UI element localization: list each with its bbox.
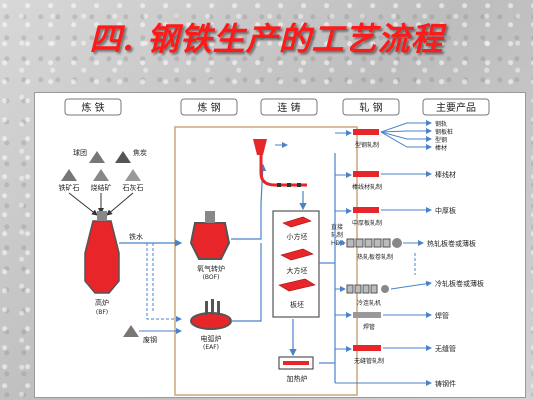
reheat-furnace-icon xyxy=(278,356,314,370)
label-plate-mill: 中厚板轧制 xyxy=(352,219,382,227)
product-arrows xyxy=(335,120,432,386)
rolling-rows: 型钢轧制 棒线材轧制 中厚板轧制 热轧板卷轧制 冷连轧机 xyxy=(335,129,402,365)
cold-mill-icon xyxy=(346,284,389,294)
label-eaf-code: (EAF) xyxy=(203,344,219,351)
coke-pile-icon xyxy=(115,151,131,163)
bloom-icon xyxy=(280,248,314,261)
product-sheet-pile: 钢板桩 xyxy=(435,128,453,136)
weld-pipe-icon xyxy=(353,312,381,318)
label-sinter: 烧结矿 xyxy=(91,183,112,192)
label-eaf: 电弧炉 xyxy=(201,334,222,343)
label-cold-mill: 冷连轧机 xyxy=(357,299,381,307)
product-welded-pipe: 焊管 xyxy=(435,311,449,320)
blast-furnace-icon xyxy=(84,211,120,294)
label-section-mill: 型钢轧制 xyxy=(355,141,379,149)
product-hot-coil: 热轧板卷或薄板 xyxy=(427,239,476,248)
product-section-steel: 型钢 xyxy=(435,136,447,144)
label-hot-metal: 铁水 xyxy=(129,232,143,241)
section-mill-icon xyxy=(353,129,379,135)
slab-icon xyxy=(278,278,316,292)
caster-ladle-icon xyxy=(253,139,307,187)
product-rail: 钢轨 xyxy=(435,120,447,128)
limestone-pile-icon xyxy=(125,169,141,181)
casting-box xyxy=(272,210,320,318)
product-labels: 钢轨 钢板桩 型钢 棒材 棒线材 中厚板 热轧板卷或薄板 冷轧板卷或薄板 焊管 … xyxy=(427,120,484,388)
billet-icon xyxy=(282,216,312,228)
hot-strip-mill-icon xyxy=(346,238,402,248)
product-cold-coil: 冷轧板卷或薄板 xyxy=(435,279,484,288)
product-plate: 中厚板 xyxy=(435,206,456,215)
label-scrap: 废钢 xyxy=(143,335,157,344)
raw-materials: 球团 焦炭 铁矿石 烧结矿 石灰石 xyxy=(59,148,148,192)
label-reheat-furnace: 加热炉 xyxy=(287,374,308,383)
label-coke: 焦炭 xyxy=(133,148,147,157)
label-seamless-mill: 无缝管轧制 xyxy=(354,357,384,365)
steelmaking-area-box xyxy=(174,126,358,396)
product-bar: 棒材 xyxy=(435,144,447,152)
label-iron-ore: 铁矿石 xyxy=(59,183,80,192)
product-casting: 铸钢件 xyxy=(435,379,456,388)
label-weld-pipe: 焊管 xyxy=(363,323,375,331)
pellet-pile-icon xyxy=(89,151,105,163)
label-pellets: 球团 xyxy=(73,148,87,157)
label-slab: 板坯 xyxy=(290,300,304,309)
header-casting: 连 铸 xyxy=(277,101,300,114)
header-steelmaking: 炼 钢 xyxy=(197,101,220,114)
scrap-pile-icon xyxy=(123,325,139,337)
header-rolling: 轧 钢 xyxy=(359,101,382,114)
label-hdr-line1: 直接 xyxy=(331,223,343,231)
product-wire-rod: 棒线材 xyxy=(435,170,456,179)
column-headers: 炼 铁 炼 钢 连 铸 轧 钢 主要产品 xyxy=(64,98,490,116)
sinter-pile-icon xyxy=(93,169,109,181)
label-bloom: 大方坯 xyxy=(287,266,308,275)
label-limestone: 石灰石 xyxy=(123,183,144,192)
label-hot-strip-mill: 热轧板卷轧制 xyxy=(357,253,393,261)
label-wire-mill: 棒线材轧制 xyxy=(352,183,382,191)
label-blast-furnace: 高炉 xyxy=(95,298,109,307)
bof-converter-icon xyxy=(189,211,231,260)
label-hdr-line2: 轧制 xyxy=(331,231,343,239)
page-title: 四. 钢铁生产的工艺流程 xyxy=(89,20,444,58)
eaf-furnace-icon xyxy=(190,299,232,330)
flow-svg: 炼 铁 炼 钢 连 铸 轧 钢 主要产品 球团 焦炭 铁矿石 烧结矿 石灰石 高… xyxy=(59,98,490,396)
label-bof: 氧气转炉 xyxy=(197,264,225,273)
product-seamless-pipe: 无缝管 xyxy=(435,344,456,353)
label-blast-furnace-code: (BF) xyxy=(96,309,108,316)
label-billet: 小方坯 xyxy=(287,232,308,241)
iron-ore-pile-icon xyxy=(61,169,77,181)
process-flow-diagram: 炼 铁 炼 钢 连 铸 轧 钢 主要产品 球团 焦炭 铁矿石 烧结矿 石灰石 高… xyxy=(34,92,526,398)
plate-mill-icon xyxy=(353,207,379,213)
label-bof-code: (BOF) xyxy=(203,274,220,281)
header-ironmaking: 炼 铁 xyxy=(81,101,104,114)
seamless-mill-icon xyxy=(353,345,381,351)
wire-mill-icon xyxy=(353,171,379,177)
header-products: 主要产品 xyxy=(436,101,476,114)
